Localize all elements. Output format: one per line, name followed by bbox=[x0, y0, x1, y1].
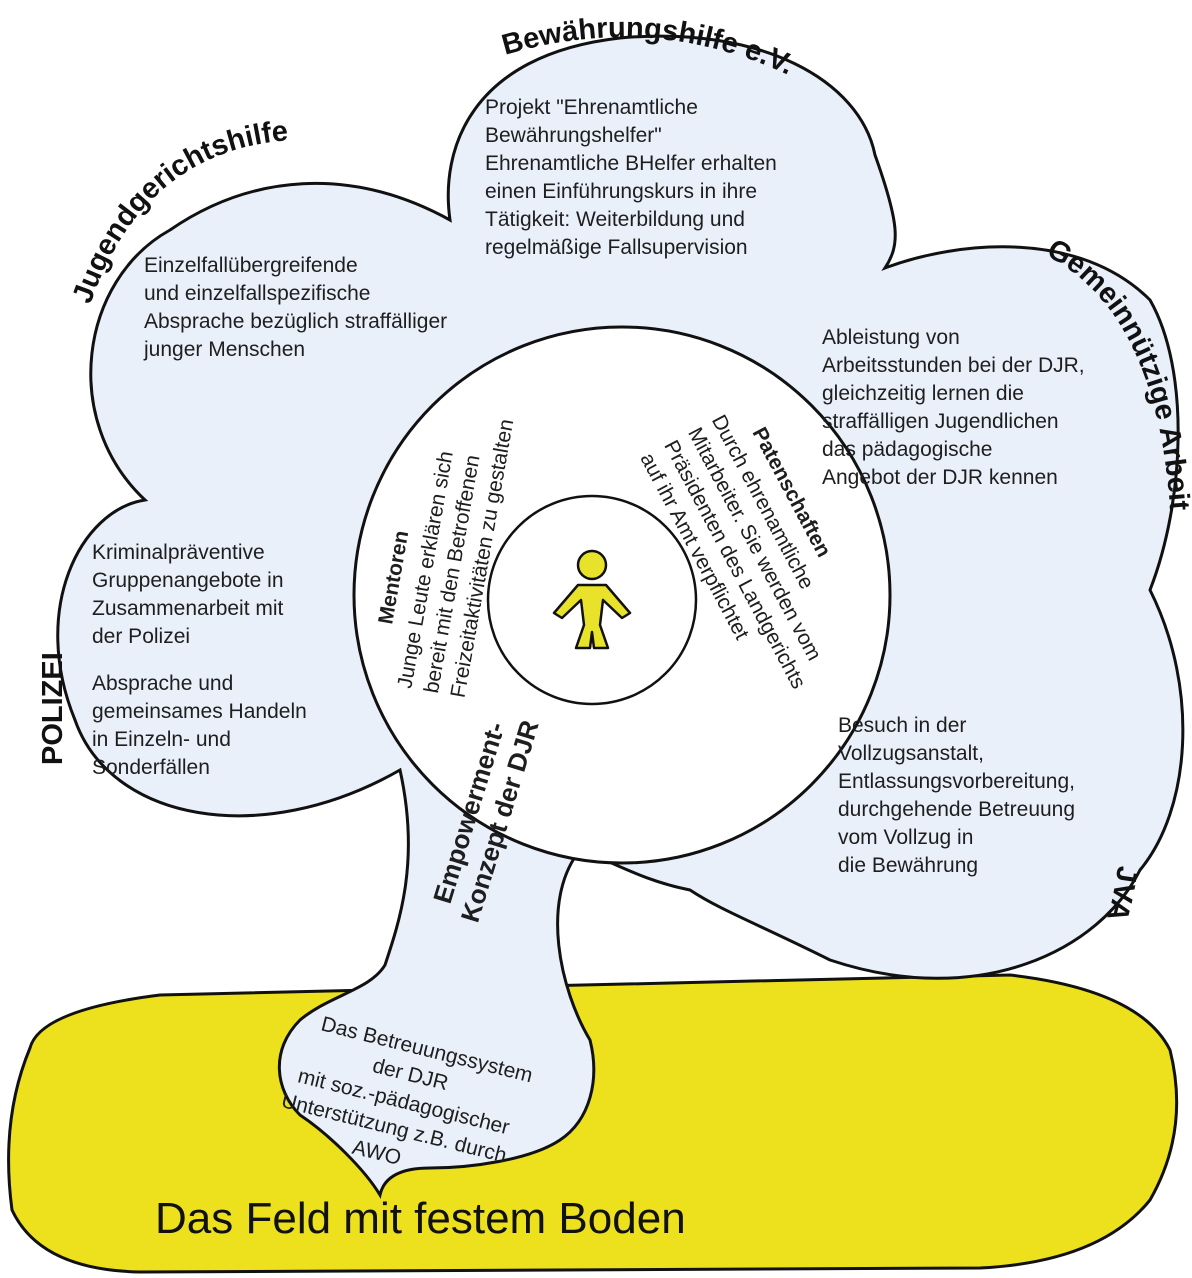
jugendgerichtshilfe-text: Einzelfallübergreifende und einzelfallsp… bbox=[143, 254, 453, 361]
jva-text: Besuch in der Vollzugsanstalt, Entlassun… bbox=[838, 714, 1081, 877]
bewaehrungshilfe-text: Projekt "Ehrenamtliche Bewährungshelfer"… bbox=[485, 96, 783, 259]
polizei-text: Kriminalpräventive Gruppenangebote in Zu… bbox=[92, 541, 313, 779]
gemeinnuetzige-arbeit-text: Ableistung von Arbeitsstunden bei der DJ… bbox=[822, 326, 1090, 489]
person-icon bbox=[552, 549, 632, 650]
polizei-title: POLIZEI bbox=[37, 652, 69, 765]
ground-label: Das Feld mit festem Boden bbox=[155, 1194, 686, 1243]
